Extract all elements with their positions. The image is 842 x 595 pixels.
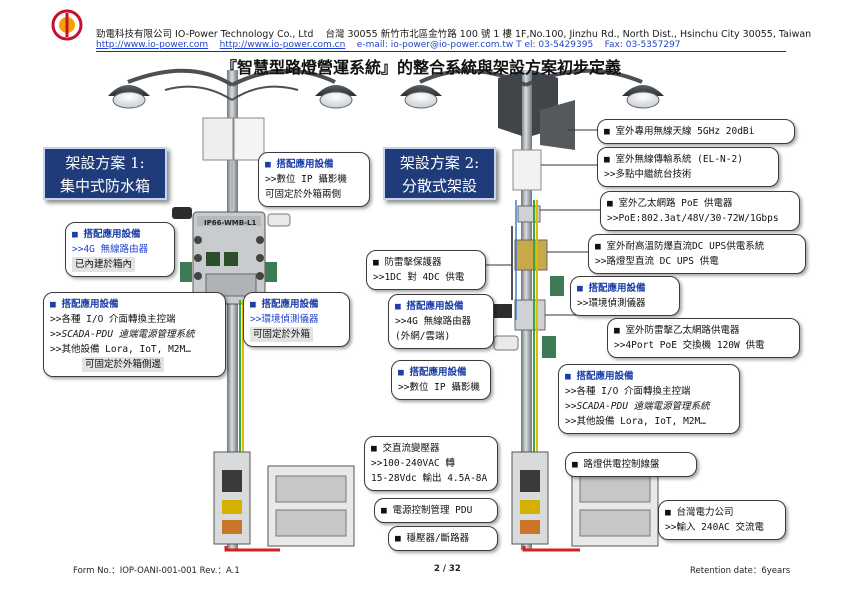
taipower-l2: >>輸入 240AC 交流電: [665, 522, 764, 533]
callout-poe: ■ 室外乙太網路 PoE 供電器 >>PoE:802.3at/48V/30-72…: [600, 191, 800, 231]
right-env-title: 搭配應用設備: [588, 283, 646, 294]
callout-adapter: ■ 交直流變壓器 >>100-240VAC 轉 15-28Vdc 輸出 4.5A…: [364, 436, 498, 491]
link-url-cn[interactable]: http://www.io-power.com.cn: [219, 40, 346, 50]
callout-pdu: ■ 電源控制管理 PDU: [374, 498, 498, 523]
callout-ups: ■ 室外耐高溫防爆直流DC UPS供電系統 >>路燈型直流 DC UPS 供電: [588, 234, 806, 274]
wireless-l1: 室外無線傳輸系統 (EL-N-2): [615, 154, 743, 165]
left-io-l2: >>SCADA-PDU 遠端電源管理系統: [50, 329, 195, 340]
surge-l1: 防雷擊保護器: [384, 257, 442, 268]
company-name: 勁電科技有限公司 IO-Power Technology Co., Ltd: [96, 29, 314, 40]
callout-taipower: ■ 台灣電力公司 >>輸入 240AC 交流電: [658, 500, 786, 540]
left-router-title: 搭配應用設備: [83, 229, 141, 240]
antenna-text: 室外專用無線天線 5GHz 20dBi: [615, 126, 755, 137]
switch-l1: 室外防雷擊乙太網路供電器: [625, 325, 740, 336]
left-camera-l2: 可固定於外箱兩側: [265, 189, 342, 200]
footer-retention: Retention date：6years: [690, 566, 791, 576]
callout-right-router: ■ 搭配應用設備 >>4G 無線路由器 (外網/雲端): [388, 294, 494, 349]
link-url-com[interactable]: http://www.io-power.com: [96, 40, 209, 50]
left-env-l1: >>環境偵測儀器: [250, 314, 319, 325]
header-contact: http://www.io-power.com http://www.io-po…: [96, 40, 681, 50]
callout-wireless: ■ 室外無線傳輸系統 (EL-N-2) >>多點中繼統台技術: [597, 147, 779, 187]
right-io-l2: >>SCADA-PDU 遠端電源管理系統: [565, 401, 710, 412]
panel-text: 路燈供電控制線盤: [583, 459, 660, 470]
fax: Fax: 03-5357297: [604, 40, 681, 50]
left-street-light: [108, 68, 357, 552]
company-address: 台灣 30055 新竹市北區金竹路 100 號 1 樓 1F,No.100, J…: [325, 29, 812, 40]
adapter-l1: 交直流變壓器: [382, 443, 440, 454]
footer-form: Form No.：IOP-OANI-001-001 Rev.：A.1: [73, 566, 240, 576]
ups-l1: 室外耐高溫防爆直流DC UPS供電系統: [606, 241, 765, 252]
taipower-l1: 台灣電力公司: [676, 507, 734, 518]
plan-1-line2: 集中式防水箱: [59, 177, 150, 195]
wireless-l2: >>多點中繼統台技術: [604, 169, 692, 180]
plan-1-line1: 架設方案 1:: [65, 154, 145, 172]
right-street-light: [400, 68, 664, 552]
regulator-text: 穩壓器/斷路器: [406, 533, 470, 544]
poe-l2: >>PoE:802.3at/48V/30-72W/1Gbps: [607, 213, 779, 224]
enclosure-label: IP66-WMB-L1: [204, 219, 257, 227]
plan-2-line1: 架設方案 2:: [399, 154, 480, 172]
right-camera-title: 搭配應用設備: [409, 367, 467, 378]
plan-2-box: 架設方案 2: 分散式架設: [383, 147, 496, 200]
company-logo: [51, 9, 83, 41]
left-io-title: 搭配應用設備: [61, 299, 119, 310]
left-env-title: 搭配應用設備: [261, 299, 319, 310]
left-io-l4: 可固定於外箱側邊: [82, 357, 165, 372]
left-callout-camera: ■ 搭配應用設備 >>數位 IP 攝影機 可固定於外箱兩側: [258, 152, 370, 207]
left-callout-router: ■ 搭配應用設備 >>4G 無線路由器 已內建於箱內: [65, 222, 175, 277]
callout-regulator: ■ 穩壓器/斷路器: [388, 526, 498, 551]
header-company-address: 勁電科技有限公司 IO-Power Technology Co., Ltd 台灣…: [96, 26, 811, 40]
header-rule: [96, 51, 786, 52]
right-router-l2: (外網/雲端): [395, 331, 451, 342]
left-callout-io: ■ 搭配應用設備 >>各種 I/O 介面轉換主控端 >>SCADA-PDU 遠端…: [43, 292, 226, 377]
right-router-title: 搭配應用設備: [406, 301, 464, 312]
left-callout-env: ■ 搭配應用設備 >>環境偵測儀器 可固定於外箱: [243, 292, 350, 347]
right-router-l1: >>4G 無線路由器: [395, 316, 472, 327]
right-io-l3: >>其他設備 Lora, IoT, M2M…: [565, 416, 706, 427]
right-io-l1: >>各種 I/O 介面轉換主控端: [565, 386, 691, 397]
footer-page: 2 / 32: [434, 564, 461, 574]
callout-antenna: ■ 室外專用無線天線 5GHz 20dBi: [597, 119, 795, 144]
switch-l2: >>4Port PoE 交換機 120W 供電: [614, 340, 765, 351]
ups-l2: >>路燈型直流 DC UPS 供電: [595, 256, 719, 267]
right-io-title: 搭配應用設備: [576, 371, 634, 382]
callout-panel: ■ 路燈供電控制線盤: [565, 452, 697, 477]
callout-surge: ■ 防雷擊保護器 >>1DC 對 4DC 供電: [366, 250, 486, 290]
callout-right-env: ■ 搭配應用設備 >>環境偵測儀器: [570, 276, 680, 316]
left-io-l3: >>其他設備 Lora, IoT, M2M…: [50, 344, 191, 355]
plan-2-line2: 分散式架設: [401, 177, 477, 195]
poe-l1: 室外乙太網路 PoE 供電器: [618, 198, 733, 209]
email[interactable]: e-mail: io-power@io-power.com.tw: [356, 40, 514, 50]
callout-right-io: ■ 搭配應用設備 >>各種 I/O 介面轉換主控端 >>SCADA-PDU 遠端…: [558, 364, 740, 434]
tel: T el: 03-5429395: [516, 40, 594, 50]
adapter-l3: 15-28Vdc 輸出 4.5A-8A: [371, 473, 488, 484]
left-router-l1: >>4G 無線路由器: [72, 244, 149, 255]
callout-switch: ■ 室外防雷擊乙太網路供電器 >>4Port PoE 交換機 120W 供電: [607, 318, 800, 358]
pdu-text: 電源控制管理 PDU: [392, 505, 473, 516]
left-io-l1: >>各種 I/O 介面轉換主控端: [50, 314, 176, 325]
page-title: 『智慧型路燈營運系統』的整合系統與架設方案初步定義: [220, 58, 621, 77]
callout-right-camera: ■ 搭配應用設備 >>數位 IP 攝影機: [391, 360, 491, 400]
left-router-l2: 已內建於箱內: [72, 257, 136, 272]
adapter-l2: >>100-240VAC 轉: [371, 458, 455, 469]
left-camera-l1: >>數位 IP 攝影機: [265, 174, 347, 185]
left-env-l2: 可固定於外箱: [250, 327, 314, 342]
surge-l2: >>1DC 對 4DC 供電: [373, 272, 465, 283]
right-env-l1: >>環境偵測儀器: [577, 298, 646, 309]
left-camera-title: 搭配應用設備: [276, 159, 334, 170]
right-camera-l1: >>數位 IP 攝影機: [398, 382, 480, 393]
plan-1-box: 架設方案 1: 集中式防水箱: [43, 147, 167, 200]
